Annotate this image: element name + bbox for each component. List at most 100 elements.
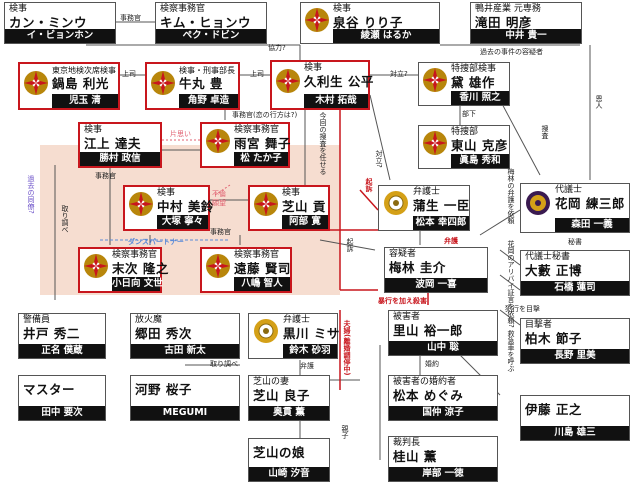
- character-box-nakamura: 検事 中村 美鈴 大塚 寧々: [123, 185, 213, 231]
- character-box-kim: 検察事務官 キム・ヒョンウ ペク・ドビン: [155, 2, 267, 44]
- character-name: 滝田 明彦: [475, 15, 532, 30]
- prosecutor-emblem-icon: [84, 254, 108, 278]
- relation-label: 不倫願望: [212, 190, 226, 207]
- character-role: 検察事務官: [234, 250, 280, 260]
- prosecutor-emblem-icon: [129, 192, 153, 216]
- character-role: 容疑者: [389, 249, 417, 259]
- relation-label: 過去の事件の容疑者: [480, 48, 543, 56]
- prosecutor-emblem-icon: [24, 71, 48, 95]
- relation-label: 救急車を呼ぶ: [507, 330, 515, 372]
- character-role: 検察事務官: [112, 250, 158, 260]
- character-name: 芝山 良子: [253, 388, 310, 403]
- character-box-kashiki: 目撃者 柏木 節子 長野 里美: [520, 318, 630, 364]
- prosecutor-emblem-icon: [423, 131, 447, 155]
- character-role: 東京地検次席検事: [52, 66, 116, 75]
- character-box-ito: 伊藤 正之 川島 雄三: [520, 395, 630, 441]
- actor-name: 鈴木 砂羽: [283, 344, 337, 358]
- actor-name: 八嶋 智人: [234, 277, 290, 291]
- character-name: 井戸 秀二: [23, 326, 80, 341]
- character-role: 検事: [157, 188, 176, 198]
- character-name: 黒川 ミサ: [283, 326, 340, 341]
- relation-label: 秘書: [568, 238, 582, 246]
- character-box-toyama: 特捜部 東山 克彦 眞島 秀和: [418, 125, 510, 169]
- actor-name: 波岡 一喜: [385, 278, 487, 292]
- relation-label: 弁護: [300, 362, 314, 370]
- character-role: 弁護士: [413, 187, 441, 197]
- character-box-gouda: 放火魔 郷田 秀次 古田 新太: [130, 313, 240, 359]
- relation-label: 片思い: [170, 130, 191, 138]
- character-box-katsurayama: 裁判長 桂山 薫 岸部 一徳: [388, 436, 498, 482]
- character-name: 桂山 薫: [393, 449, 437, 464]
- character-name: 芝山の娘: [253, 445, 306, 460]
- character-box-kan: 検事 カン・ミンウ イ・ビョンホン: [4, 2, 116, 44]
- character-role: 被害者の婚約者: [393, 377, 457, 387]
- character-box-shibayama-wife: 芝山の妻 芝山 良子 奥貫 薫: [248, 375, 330, 421]
- character-name: 鍋島 利光: [52, 76, 109, 91]
- actor-name: 山中 聡: [389, 341, 497, 355]
- actor-name: 国仲 涼子: [389, 406, 497, 420]
- character-role: 鴨井産業 元専務: [475, 4, 541, 14]
- character-name: 大藪 正博: [525, 263, 582, 278]
- character-box-shibayama-daughter: 芝山の娘 山崎 汐音: [248, 438, 330, 482]
- character-name: カン・ミンウ: [9, 15, 88, 30]
- relation-label: 暴行を加え殺害: [378, 297, 427, 305]
- actor-name: 森田 一義: [555, 218, 629, 232]
- character-box-endo: 検察事務官 遠藤 賢司 八嶋 智人: [200, 247, 292, 293]
- character-role: 検事: [333, 4, 352, 14]
- relation-label: 事務官: [120, 14, 141, 22]
- prosecutor-emblem-icon: [305, 8, 329, 32]
- character-role: 裁判長: [393, 438, 421, 448]
- actor-name: 児玉 清: [52, 94, 118, 108]
- character-role: 警備員: [23, 315, 51, 325]
- lawyer-badge-icon: [384, 191, 408, 215]
- character-box-amamiya: 検察事務官 雨宮 舞子 松 たか子: [200, 122, 290, 168]
- character-role: 検事: [9, 4, 28, 14]
- character-role: 弁護士: [283, 315, 311, 325]
- character-name: 江上 達夫: [84, 136, 141, 151]
- character-role: 特捜部: [451, 127, 479, 137]
- relation-label: 花岡のアリバイ証言を依頼?: [507, 240, 515, 328]
- prosecutor-emblem-icon: [151, 71, 175, 95]
- character-name: 泉谷 りり子: [333, 15, 403, 30]
- character-name: マスター: [23, 382, 76, 397]
- actor-name: MEGUMI: [131, 406, 239, 420]
- character-box-kuroki: 弁護士 黒川 ミサ 鈴木 砂羽: [248, 313, 340, 359]
- character-name: 河野 桜子: [135, 382, 192, 397]
- actor-name: 中井 貴一: [471, 29, 581, 43]
- relation-label: 取り調べ: [61, 205, 69, 233]
- character-box-umebayashi: 容疑者 梅林 圭介 波岡 一喜: [384, 247, 488, 293]
- character-name: 久利生 公平: [304, 74, 374, 89]
- actor-name: 田中 要次: [19, 406, 105, 420]
- character-role: 目撃者: [525, 320, 553, 330]
- character-role: 検察事務官: [160, 4, 206, 14]
- relation-label: 犯行を目撃: [505, 305, 540, 313]
- character-box-izumiya: 検事 泉谷 りり子 綾瀬 はるか: [300, 2, 440, 44]
- character-name: 松本 めぐみ: [393, 388, 464, 403]
- actor-name: 大塚 寧々: [157, 215, 208, 229]
- actor-name: 角野 卓造: [179, 94, 238, 108]
- character-name: 遠藤 賢司: [234, 261, 291, 276]
- lawyer-badge-icon: [254, 319, 278, 343]
- actor-name: 奥貫 薫: [249, 406, 329, 420]
- prosecutor-emblem-icon: [206, 254, 230, 278]
- character-box-suetsugu: 検察事務官 末次 隆之 小日向 文世: [78, 247, 168, 293]
- relation-label: 事務官: [95, 172, 116, 180]
- relation-label: 夫婦(離婚調停中): [343, 320, 351, 376]
- actor-name: 松 たか子: [234, 152, 288, 166]
- character-name: 蒲生 一臣: [413, 198, 470, 213]
- character-box-kaoru: 特捜部検事 黛 雄作 香川 照之: [418, 62, 510, 106]
- character-box-ido: 警備員 井戸 秀二 正名 僕蔵: [18, 313, 106, 359]
- character-box-oyabu: 代議士秘書 大藪 正博 石橋 蓮司: [520, 250, 630, 296]
- relation-label: 部下: [462, 110, 476, 118]
- actor-name: 木村 拓哉: [304, 94, 368, 108]
- character-box-shibayama: 検事 芝山 貢 阿部 寛: [248, 185, 330, 231]
- character-role: 検察事務官: [234, 125, 280, 135]
- character-name: キム・ヒョンウ: [160, 15, 252, 30]
- relation-label: ダンスパートナー: [128, 238, 184, 246]
- relation-label: 捜査: [541, 125, 549, 139]
- character-role: 代議士秘書: [525, 252, 571, 262]
- character-role: 芝山の妻: [253, 377, 290, 387]
- actor-name: 阿部 寛: [282, 215, 328, 229]
- relation-label: 起訴: [365, 178, 373, 192]
- character-box-egami: 検事 江上 達夫 勝村 政信: [78, 122, 162, 168]
